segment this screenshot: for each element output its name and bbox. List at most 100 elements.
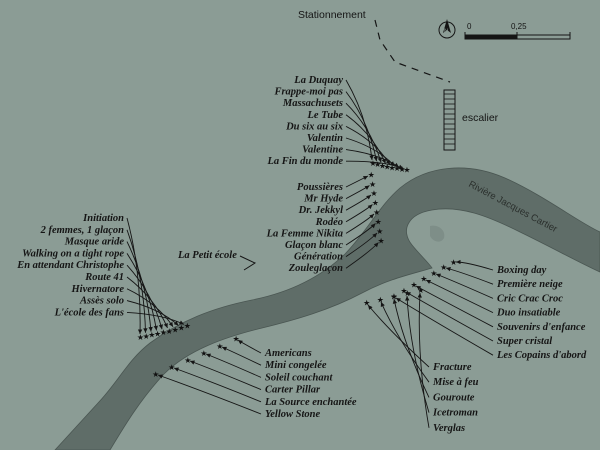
route-label: Frappe-moi pas — [273, 87, 343, 98]
small-school-label: La Petit école — [177, 250, 237, 261]
route-arrow — [425, 279, 494, 314]
route-arrowhead-icon — [406, 292, 411, 297]
route-arrowhead-icon — [168, 321, 173, 327]
route-start-star-icon: ★ — [372, 199, 379, 208]
route-label: Mr Hyde — [303, 194, 343, 205]
route-arrowhead-icon — [364, 185, 370, 190]
route-arrowhead-icon — [416, 286, 421, 291]
route-start-star-icon: ★ — [377, 295, 384, 304]
route-label: Super cristal — [497, 336, 552, 347]
compass-icon: N — [438, 19, 456, 39]
route-label: Masque aride — [64, 237, 125, 248]
route-start-star-icon: ★ — [450, 258, 457, 267]
route-label: 2 femmes, 1 glaçon — [40, 225, 125, 236]
route-arrow — [415, 285, 494, 328]
route-label: Boxing day — [496, 265, 547, 276]
route-arrowhead-icon — [367, 204, 373, 210]
route-arrow — [395, 297, 494, 356]
route-start-star-icon: ★ — [216, 342, 223, 351]
route-arrowhead-icon — [158, 324, 163, 330]
route-start-star-icon: ★ — [178, 324, 185, 333]
route-start-star-icon: ★ — [154, 329, 161, 338]
route-start-star-icon: ★ — [160, 328, 167, 337]
route-arrowhead-icon — [392, 299, 398, 304]
route-label: Yellow Stone — [265, 409, 320, 420]
route-arrowhead-icon — [456, 259, 461, 265]
route-start-star-icon: ★ — [370, 189, 377, 198]
route-arrow — [189, 360, 262, 391]
scale-quarter: 0,25 — [511, 22, 527, 31]
route-arrow — [126, 229, 146, 333]
route-arrow — [173, 367, 262, 403]
route-label: Verglas — [433, 423, 465, 434]
route-arrowhead-icon — [153, 325, 158, 331]
route-start-star-icon: ★ — [172, 325, 179, 334]
route-label: Initiation — [82, 213, 124, 224]
route-arrowhead-icon — [370, 223, 376, 229]
route-label: En attendant Christophe — [16, 260, 124, 271]
route-arrowhead-icon — [368, 305, 373, 310]
route-label: Rodéo — [315, 217, 343, 228]
route-arrow — [126, 241, 152, 332]
route-arrow — [126, 217, 141, 335]
routes-layer: La Duquay★Frappe-moi pas★Massachusets★Le… — [16, 75, 587, 434]
route-label: Soleil couchant — [265, 372, 333, 383]
route-label: Fracture — [432, 362, 472, 373]
route-arrowhead-icon — [446, 267, 451, 272]
route-label: Génération — [294, 252, 343, 263]
compass-north: N — [444, 29, 448, 35]
route-arrowhead-icon — [398, 164, 404, 169]
route-arrowhead-icon — [190, 360, 195, 365]
route-arrow — [345, 91, 377, 162]
route-label: Du six au six — [285, 121, 343, 132]
route-arrowhead-icon — [363, 176, 368, 180]
stairs-icon — [443, 89, 456, 151]
route-arrowhead-icon — [389, 161, 395, 166]
route-arrow — [345, 79, 373, 161]
route-label: Massachusets — [282, 98, 343, 109]
route-label: Mise à feu — [432, 377, 479, 388]
route-arrow — [393, 298, 430, 398]
route-start-star-icon: ★ — [400, 286, 407, 295]
route-label: La Duquay — [293, 75, 343, 86]
route-arrowhead-icon — [158, 374, 163, 379]
route-label: Première neige — [497, 279, 563, 290]
route-arrowhead-icon — [173, 320, 179, 326]
route-label: Zouleglaçon — [288, 263, 343, 274]
route-arrowhead-icon — [148, 326, 153, 332]
route-label: Walking on a tight rope — [22, 248, 124, 259]
route-arrow — [157, 374, 262, 415]
route-start-star-icon: ★ — [363, 299, 370, 308]
route-arrowhead-icon — [377, 157, 382, 163]
route-start-star-icon: ★ — [440, 263, 447, 272]
route-arrow — [406, 295, 430, 413]
route-label: Assès solo — [79, 296, 124, 307]
route-arrowhead-icon — [174, 367, 179, 372]
route-label: Mini congelée — [264, 360, 327, 371]
scale-zero: 0 — [467, 22, 472, 31]
route-start-star-icon: ★ — [389, 163, 396, 172]
route-label: Valentin — [307, 133, 343, 144]
route-arrow — [367, 304, 430, 368]
route-arrowhead-icon — [369, 214, 374, 219]
route-label: La Source enchantée — [264, 397, 357, 408]
route-start-star-icon: ★ — [410, 281, 417, 290]
route-label: Dr. Jekkyl — [298, 205, 343, 216]
route-label: Icetroman — [432, 408, 478, 419]
stairs-label: escalier — [462, 112, 499, 124]
route-label: Souvenirs d'enfance — [497, 322, 586, 333]
route-label: Poussières — [297, 182, 343, 193]
river — [54, 167, 600, 450]
route-label: L'école des fans — [54, 307, 124, 318]
route-arrow — [380, 301, 430, 383]
route-label: Route 41 — [84, 272, 124, 283]
small-school-arrow-icon — [239, 255, 257, 271]
route-arrow — [126, 288, 174, 328]
route-arrowhead-icon — [373, 242, 379, 248]
route-arrowhead-icon — [369, 155, 374, 160]
route-arrowhead-icon — [143, 328, 148, 333]
parking-label: Stationnement — [298, 9, 366, 21]
route-start-star-icon: ★ — [403, 165, 410, 174]
route-label: Gouroute — [433, 392, 475, 403]
